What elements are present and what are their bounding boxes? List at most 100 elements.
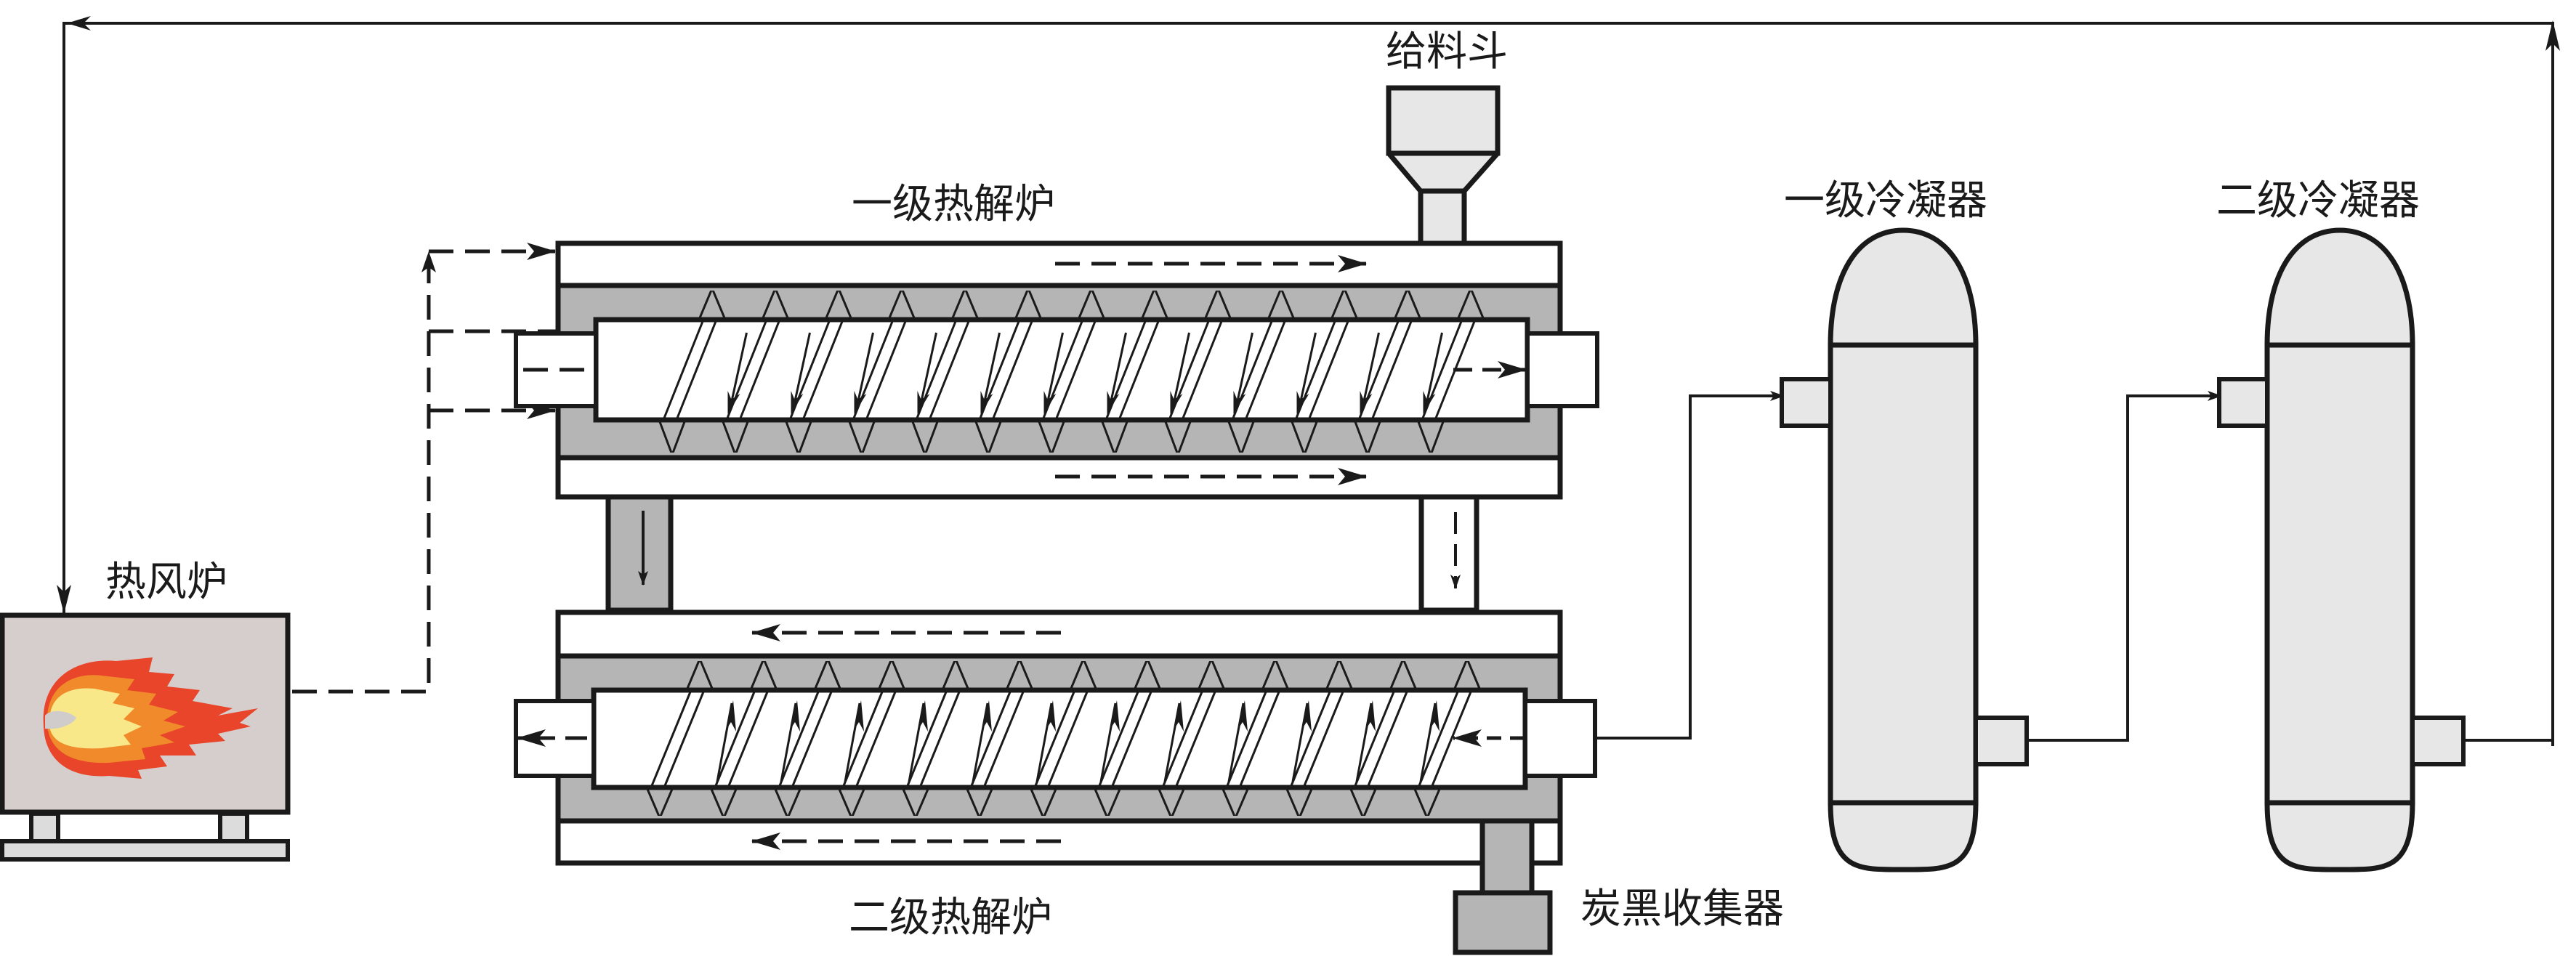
screw-flight-bottom (645, 787, 674, 816)
screw-flight-line (1430, 689, 1473, 788)
screw-flight-bottom (1413, 787, 1442, 816)
upper-outlet-cap (1525, 331, 1599, 408)
screw-flight-top (1133, 661, 1162, 691)
screw-flight-bottom (965, 787, 994, 816)
primary-condenser-outlet (1974, 716, 2029, 766)
screw-flight-top (698, 291, 727, 320)
screw-flight-top (1456, 291, 1485, 320)
screw-flight-line (852, 319, 895, 421)
screw-flight-top (1014, 291, 1043, 320)
arrow-up-icon (1227, 700, 1248, 782)
label-primary-condenser: 一级冷凝器 (1784, 177, 1987, 224)
primary-pyrolysis-furnace (514, 240, 1599, 500)
screw-flight-line (1353, 689, 1396, 788)
screw-flight-top (1261, 661, 1290, 691)
screw-flight-bottom (1285, 787, 1314, 816)
carbon-black-collector (1453, 818, 1553, 955)
arrow-up-icon (1163, 700, 1184, 782)
arrow-up-icon (1419, 700, 1440, 782)
screw-flight-line (675, 319, 718, 421)
gas-line-to-primary-condenser (1597, 391, 1785, 740)
screw-flight-bottom (1100, 419, 1129, 453)
screw-flight-top (1393, 291, 1422, 320)
screw-flight-top (1203, 291, 1232, 320)
screw-flight-line (1225, 689, 1268, 788)
arrow-down-icon (57, 585, 71, 614)
screw-flight-line (928, 319, 971, 421)
lower-inlet-cap-right (1523, 699, 1597, 778)
screw-flight-line (969, 689, 1012, 788)
screw-flight-bottom (709, 787, 738, 816)
screw-flight-top (950, 291, 980, 320)
furnace-leg-right (218, 811, 249, 843)
upper-top-jacket (555, 240, 1563, 288)
label-secondary-pyrolysis-furnace: 二级热解炉 (849, 894, 1052, 941)
screw-flight-line (1054, 319, 1097, 421)
screw-flight-line (1181, 319, 1224, 421)
label-carbon-black-collector: 炭黑收集器 (1580, 886, 1784, 933)
arrow-up-icon (2545, 20, 2560, 51)
screw-flight-line (1302, 689, 1345, 788)
screw-flight-line (1357, 319, 1400, 421)
screw-flight-line (662, 319, 705, 421)
screw-flight-top (941, 661, 970, 691)
gas-line-to-secondary-condenser (2027, 391, 2222, 742)
screw-flight-top (1140, 291, 1169, 320)
screw-flight-line (1105, 319, 1147, 421)
screw-flight-line (725, 319, 768, 421)
screw-flight-line (978, 319, 1021, 421)
screw-flight-bottom (1416, 419, 1445, 453)
screw-flight-line (650, 689, 693, 788)
secondary-pyrolysis-furnace (514, 609, 1597, 866)
screw-flight-top (1453, 661, 1482, 691)
furnace-base (0, 839, 290, 862)
screw-flight-bottom (1093, 787, 1122, 816)
screw-flight-bottom (1157, 787, 1186, 816)
screw-flight-bottom (1353, 419, 1382, 453)
secondary-condenser-outlet (2410, 716, 2466, 766)
screw-flight-top (749, 661, 778, 691)
screw-flight-bottom (1221, 787, 1250, 816)
screw-flight-line (1366, 689, 1409, 788)
screw-flight-line (714, 689, 756, 788)
return-gas-line (57, 16, 2560, 746)
screw-flight-line (1244, 319, 1287, 421)
label-secondary-condenser: 二级冷凝器 (2216, 177, 2420, 224)
screw-flight-line (1161, 689, 1204, 788)
screw-flight-bottom (974, 419, 1003, 453)
arrow-up-icon (780, 700, 800, 782)
arrow-up-icon (1035, 700, 1056, 782)
screw-flight-line (1231, 319, 1274, 421)
feed-hopper (1386, 85, 1501, 246)
transfer-column-left (605, 494, 674, 613)
screw-flight-line (1238, 689, 1281, 788)
screw-flight-line (1294, 319, 1337, 421)
flame-icon (43, 657, 259, 779)
screw-flight-bottom (773, 787, 802, 816)
screw-flight-line (1118, 319, 1160, 421)
arrow-up-icon (972, 700, 992, 782)
arrow-up-icon (908, 700, 928, 782)
screw-flight-line (841, 689, 884, 788)
screw-flight-line (1110, 689, 1153, 788)
label-hot-air-furnace: 热风炉 (105, 559, 227, 606)
screw-flight-bottom (1163, 419, 1192, 453)
primary-condenser (1780, 227, 2029, 872)
screw-flight-line (791, 689, 833, 788)
furnace-leg-left (29, 811, 60, 843)
screw-flight-line (778, 689, 820, 788)
screw-flight-bottom (847, 419, 876, 453)
screw-flight-line (788, 319, 831, 421)
arrow-up-icon (716, 700, 736, 782)
screw-flight-top (813, 661, 842, 691)
screw-flight-top (1330, 291, 1359, 320)
screw-flight-top (1005, 661, 1034, 691)
transfer-column-right (1418, 494, 1479, 613)
screw-flight-bottom (1227, 419, 1256, 453)
screw-flight-line (991, 319, 1034, 421)
screw-flight-line (1289, 689, 1332, 788)
screw-flight-line (1097, 689, 1140, 788)
screw-flight-top (685, 661, 714, 691)
screw-flight-line (865, 319, 908, 421)
